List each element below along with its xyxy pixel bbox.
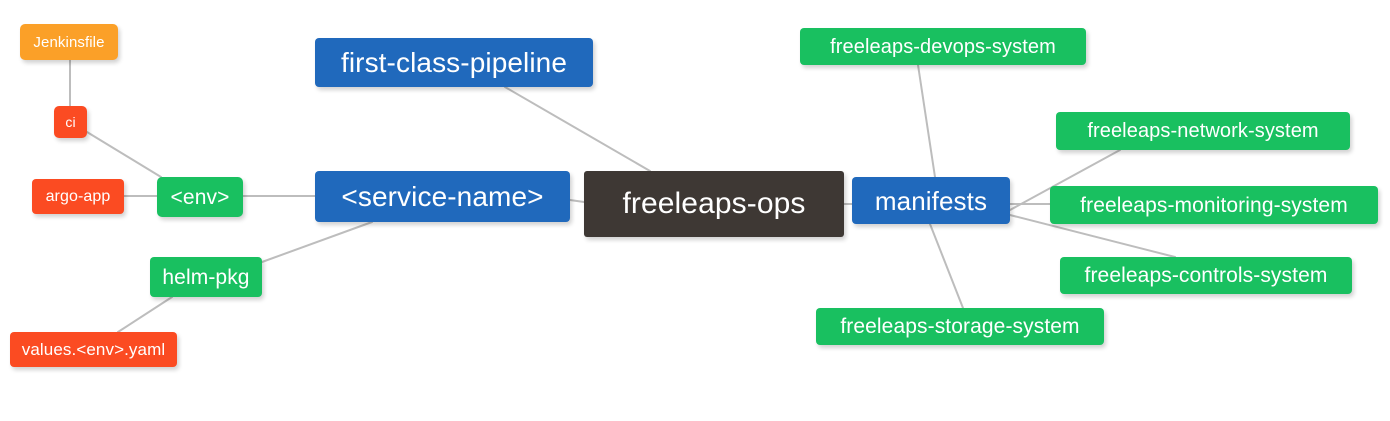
node-label-manifests: manifests — [874, 185, 988, 216]
mindmap-node-manifests[interactable]: manifests — [852, 177, 1010, 224]
node-label-values-env-yaml: values.<env>.yaml — [21, 340, 166, 359]
mindmap-node-service-name[interactable]: <service-name> — [315, 171, 570, 222]
mindmap-node-ci[interactable]: ci — [54, 106, 87, 138]
node-label-freeleaps-controls-system: freeleaps-controls-system — [1084, 264, 1328, 287]
node-label-service-name: <service-name> — [341, 180, 544, 212]
edge-first-class-pipeline-to-freeleaps-ops — [504, 86, 651, 172]
edge-service-name-to-helm-pkg — [261, 221, 373, 263]
node-label-ci: ci — [65, 114, 76, 130]
node-label-jenkinsfile: Jenkinsfile — [33, 33, 105, 51]
node-label-helm-pkg: helm-pkg — [162, 265, 250, 289]
edge-service-name-to-freeleaps-ops — [569, 199, 585, 203]
node-label-freeleaps-devops-system: freeleaps-devops-system — [830, 35, 1056, 58]
node-label-freeleaps-network-system: freeleaps-network-system — [1087, 120, 1319, 142]
edge-ci-to-env — [86, 131, 162, 178]
node-label-freeleaps-ops: freeleaps-ops — [622, 187, 806, 220]
node-label-argo-app: argo-app — [45, 187, 111, 205]
mindmap-node-freeleaps-devops-system[interactable]: freeleaps-devops-system — [800, 28, 1086, 65]
mindmap-node-freeleaps-network-system[interactable]: freeleaps-network-system — [1056, 112, 1350, 150]
mindmap-node-env[interactable]: <env> — [157, 177, 243, 217]
edge-manifests-to-freeleaps-devops-system — [917, 64, 936, 178]
mindmap-node-freeleaps-controls-system[interactable]: freeleaps-controls-system — [1060, 257, 1352, 294]
edge-manifests-to-freeleaps-storage-system — [929, 223, 964, 309]
node-label-freeleaps-storage-system: freeleaps-storage-system — [840, 315, 1080, 338]
node-label-freeleaps-monitoring-system: freeleaps-monitoring-system — [1080, 193, 1348, 217]
mindmap-node-freeleaps-storage-system[interactable]: freeleaps-storage-system — [816, 308, 1104, 345]
edge-helm-pkg-to-values-env-yaml — [117, 296, 173, 333]
mindmap-node-argo-app[interactable]: argo-app — [32, 179, 124, 214]
mindmap-node-freeleaps-ops[interactable]: freeleaps-ops — [584, 171, 844, 237]
mindmap-node-values-env-yaml[interactable]: values.<env>.yaml — [10, 332, 177, 367]
mindmap-node-helm-pkg[interactable]: helm-pkg — [150, 257, 262, 297]
node-label-env: <env> — [170, 185, 230, 209]
node-label-first-class-pipeline: first-class-pipeline — [340, 46, 568, 78]
mindmap-node-jenkinsfile[interactable]: Jenkinsfile — [20, 24, 118, 60]
mindmap-node-freeleaps-monitoring-system[interactable]: freeleaps-monitoring-system — [1050, 186, 1378, 224]
mindmap-node-first-class-pipeline[interactable]: first-class-pipeline — [315, 38, 593, 87]
